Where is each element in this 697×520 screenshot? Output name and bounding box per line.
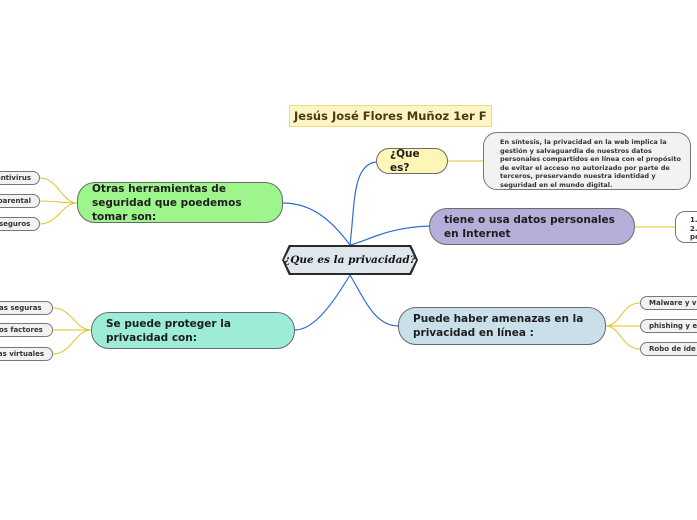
- herramientas-item-antivirus[interactable]: antivirus: [0, 171, 40, 185]
- connector-proteger-3: [52, 329, 92, 355]
- herramientas-item-parental[interactable]: parental: [0, 194, 40, 208]
- connector-proteger: [294, 274, 351, 331]
- amenazas-item-malware[interactable]: Malware y v: [640, 296, 697, 310]
- topic-que-es[interactable]: ¿Que es?: [376, 148, 448, 174]
- connector-proteger-1: [52, 307, 92, 331]
- proteger-item-3[interactable]: as virtuales: [0, 347, 53, 361]
- central-topic-label: ¿Que es la privacidad?: [284, 247, 416, 273]
- topic-herramientas[interactable]: Otras herramientas de seguridad que poed…: [77, 182, 283, 223]
- central-topic[interactable]: ¿Que es la privacidad?: [282, 245, 418, 275]
- amenazas-item-phishing[interactable]: phishing y e: [640, 319, 697, 333]
- datos-note-line-2: 2.: [690, 224, 697, 233]
- proteger-item-2[interactable]: os factores: [0, 323, 53, 337]
- connector-herramientas-3: [39, 202, 78, 225]
- topic-proteger[interactable]: Se puede proteger la privacidad con:: [91, 312, 295, 349]
- amenazas-item-robo[interactable]: Robo de ide: [640, 342, 697, 356]
- datos-note-line-3: pe: [690, 233, 697, 241]
- connector-amenazas-1: [605, 302, 641, 327]
- datos-note-line-1: 1.: [690, 216, 697, 224]
- connector-datos-personales: [349, 225, 430, 246]
- datos-note[interactable]: 1. 2. pe: [675, 211, 697, 243]
- proteger-item-1[interactable]: as seguras: [0, 301, 53, 315]
- topic-amenazas[interactable]: Puede haber amenazas en la privacidad en…: [398, 307, 606, 345]
- connector-herramientas-1: [39, 177, 78, 204]
- connector-amenazas: [349, 274, 399, 327]
- map-title[interactable]: Jesús José Flores Muñoz 1er F: [289, 105, 492, 127]
- topic-datos-personales[interactable]: tiene o usa datos personales en Internet: [429, 208, 635, 245]
- connector-que-es: [349, 161, 377, 246]
- connector-herramientas: [282, 202, 351, 246]
- connector-amenazas-3: [605, 325, 641, 350]
- herramientas-item-seguros[interactable]: seguros: [0, 217, 40, 231]
- que-es-note[interactable]: En síntesis, la privacidad en la web imp…: [483, 132, 691, 190]
